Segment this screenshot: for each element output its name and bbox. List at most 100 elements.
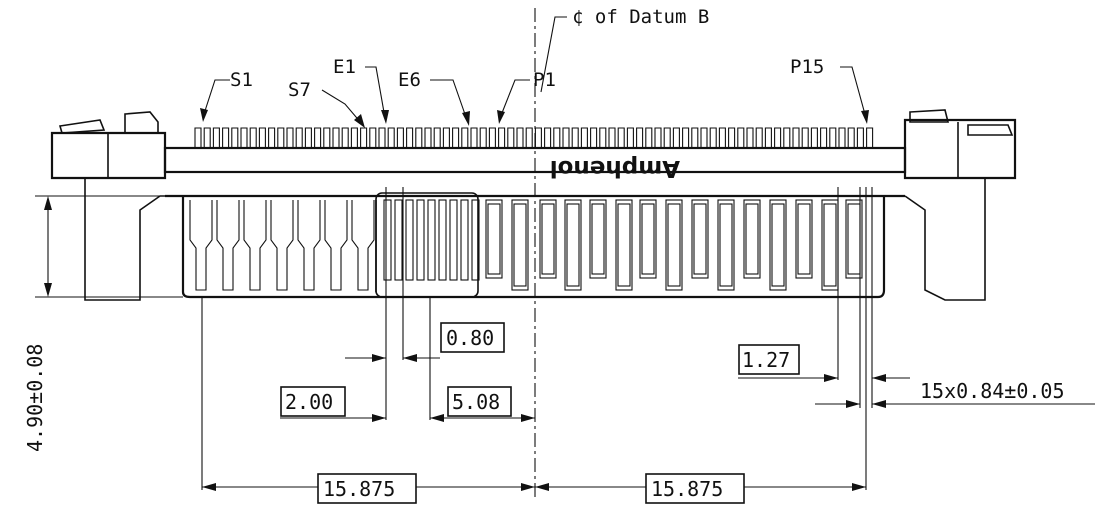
- contact-slot: [719, 203, 733, 287]
- contact-slot: [485, 199, 503, 279]
- contact-tab: [608, 127, 616, 148]
- contact-tab: [764, 127, 772, 148]
- signal-contact-slot: [297, 200, 321, 291]
- contact-tab: [304, 127, 312, 148]
- contact-tab: [847, 127, 855, 148]
- contact-tab: [424, 127, 432, 148]
- contact-slot: [438, 199, 447, 281]
- contact-tab: [286, 127, 294, 148]
- contact-tab: [470, 127, 478, 148]
- contact-tab: [866, 127, 874, 148]
- contact-tab: [203, 127, 211, 148]
- contact-slot: [513, 203, 527, 287]
- contact-slot: [427, 199, 436, 281]
- contact-tab: [268, 127, 276, 148]
- dim-signal-pitch-text: 2.00: [285, 390, 333, 414]
- contact-tab: [341, 127, 349, 148]
- contact-tab: [525, 127, 533, 148]
- contact-tab: [295, 127, 303, 148]
- contact-slot: [745, 203, 759, 275]
- contact-tab: [498, 127, 506, 148]
- contact-slot: [691, 199, 709, 279]
- dimension-values: 4.90±0.08 0.80 2.00 5.08 1.27 15x0.84±0.…: [23, 322, 1065, 504]
- contact-slot: [539, 199, 557, 279]
- contact-slot: [771, 203, 785, 287]
- datum-b-label: ¢ of Datum B: [572, 6, 709, 28]
- contact-tab: [249, 127, 257, 148]
- contact-slot: [665, 199, 683, 291]
- contact-slot: [769, 199, 787, 291]
- contact-tab: [231, 127, 239, 148]
- contact-tab: [314, 127, 322, 148]
- dim-half-length-left-text: 15.875: [323, 477, 395, 501]
- contact-slot: [845, 199, 863, 279]
- contact-tab: [691, 127, 699, 148]
- signal-contact-slot: [351, 200, 375, 291]
- contact-tab: [488, 127, 496, 148]
- contact-tab: [378, 127, 386, 148]
- dim-pin-pitch-text: 1.27: [742, 348, 790, 372]
- contact-tab: [737, 127, 745, 148]
- contact-tab: [580, 127, 588, 148]
- contact-slot: [847, 203, 861, 275]
- contact-slot: [797, 203, 811, 275]
- contact-tab: [626, 127, 634, 148]
- label-s1: S1: [230, 69, 253, 91]
- contact-tab: [258, 127, 266, 148]
- contact-tab: [783, 127, 791, 148]
- contact-slot: [693, 203, 707, 275]
- contact-slot: [405, 199, 414, 281]
- contact-tab: [534, 127, 542, 148]
- contact-tab: [709, 127, 717, 148]
- contact-tab: [672, 127, 680, 148]
- contact-tab: [479, 127, 487, 148]
- dim-half-length-right-text: 15.875: [651, 477, 723, 501]
- contact-slot: [471, 199, 480, 281]
- contact-tab: [369, 127, 377, 148]
- contact-slot: [589, 199, 607, 279]
- contact-slot: [743, 199, 761, 279]
- contact-tab: [452, 127, 460, 148]
- contact-tab: [774, 127, 782, 148]
- contact-tab: [323, 127, 331, 148]
- contact-tab: [433, 127, 441, 148]
- signal-contact-slot: [270, 200, 294, 291]
- label-p1: P1: [533, 69, 556, 91]
- callout-labels: ¢ of Datum B S1 S7 E1 E6 P1 P15: [230, 6, 824, 101]
- contact-tab: [856, 127, 864, 148]
- contact-tab: [820, 127, 828, 148]
- contact-slot: [639, 199, 657, 279]
- contact-slot: [511, 199, 529, 291]
- contact-slot: [416, 199, 425, 281]
- contact-slot: [591, 203, 605, 275]
- contact-tab: [461, 127, 469, 148]
- contact-slot: [667, 203, 681, 287]
- brand-text: Amphenol: [550, 155, 680, 181]
- label-p15: P15: [790, 56, 824, 78]
- contact-slot: [641, 203, 655, 275]
- contact-tab: [718, 127, 726, 148]
- contact-slot: [487, 203, 501, 275]
- contact-tab: [746, 127, 754, 148]
- contact-tab: [801, 127, 809, 148]
- signal-contact-slot: [189, 200, 213, 291]
- contact-tab: [829, 127, 837, 148]
- signal-contact-slot: [216, 200, 240, 291]
- contact-tab: [728, 127, 736, 148]
- contact-tab: [645, 127, 653, 148]
- contact-tab: [838, 127, 846, 148]
- contact-tab: [654, 127, 662, 148]
- contact-tab: [222, 127, 230, 148]
- label-s7: S7: [288, 79, 311, 101]
- contact-tab: [700, 127, 708, 148]
- dim-pin-width-text: 15x0.84±0.05: [920, 379, 1065, 403]
- contact-tab: [350, 127, 358, 148]
- contact-tab: [590, 127, 598, 148]
- label-e1: E1: [333, 56, 356, 78]
- contact-slot: [617, 203, 631, 287]
- contact-tab: [617, 127, 625, 148]
- label-e6: E6: [398, 69, 421, 91]
- dim-pin-pitch-group-text: 5.08: [452, 390, 500, 414]
- contact-slot: [383, 199, 392, 281]
